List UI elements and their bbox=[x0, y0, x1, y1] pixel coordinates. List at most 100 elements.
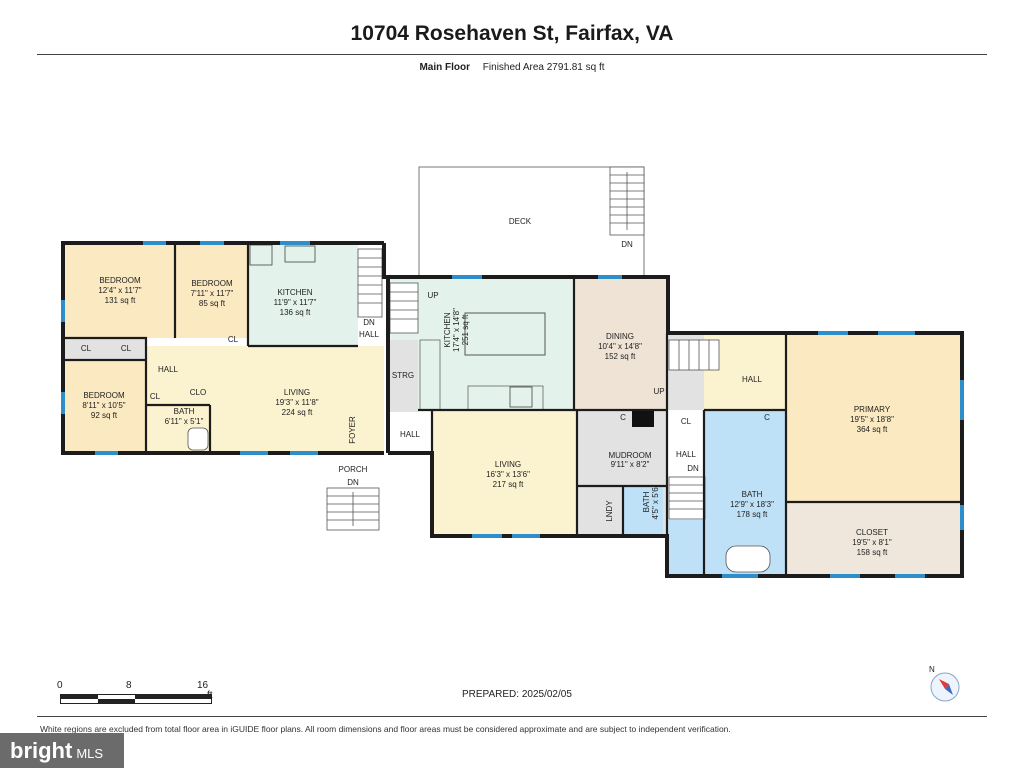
closet-label-3: CL bbox=[228, 335, 239, 344]
living-1-fill bbox=[146, 346, 384, 453]
clo-label: CLO bbox=[190, 388, 206, 397]
dining-name: DINING bbox=[606, 332, 634, 341]
floor-name: Main Floor bbox=[419, 62, 471, 73]
laundry-label: LNDY bbox=[605, 500, 614, 522]
bedroom-2-dims: 7'11" x 11'7" bbox=[191, 289, 234, 298]
closet-label-2: CL bbox=[121, 344, 132, 353]
living-1-name: LIVING bbox=[284, 388, 310, 397]
bedroom-1-fill bbox=[63, 243, 175, 338]
chimney-block bbox=[632, 411, 654, 427]
bath-1-name: BATH bbox=[174, 407, 195, 416]
bath-1-dims: 6'11" x 5'1" bbox=[165, 417, 204, 426]
interior-stairs-mid bbox=[389, 282, 419, 334]
primary-area: 364 sq ft bbox=[857, 425, 888, 434]
foyer-label: FOYER bbox=[348, 416, 357, 444]
closet-fill bbox=[786, 502, 962, 576]
primary-fill bbox=[786, 333, 962, 502]
kitchen-1-area: 136 sq ft bbox=[280, 308, 311, 317]
closet-label-1: CL bbox=[81, 344, 92, 353]
primary-dims: 19'5" x 18'8" bbox=[850, 415, 894, 424]
bottom-divider bbox=[37, 716, 987, 717]
bathtub-icon-2 bbox=[187, 427, 209, 451]
hall-label-1: HALL bbox=[158, 365, 179, 374]
living-2-dims: 16'3" x 13'6" bbox=[486, 470, 530, 479]
bath-3-name: BATH bbox=[742, 490, 763, 499]
interior-stairs-right bbox=[668, 339, 720, 520]
interior-walls bbox=[63, 243, 962, 576]
c-label-1: C bbox=[620, 413, 626, 422]
bedroom-2-fill bbox=[175, 243, 248, 338]
deck-label: DECK bbox=[509, 217, 532, 226]
bedroom-1-dims: 12'4" x 11'7" bbox=[98, 286, 141, 295]
logo-suffix: MLS bbox=[76, 746, 104, 761]
kitchen-1-fill bbox=[248, 243, 358, 346]
kitchen-2-dims: 17'4" x 14'8" bbox=[452, 308, 461, 352]
c-label-2: C bbox=[764, 413, 770, 422]
living-2-area: 217 sq ft bbox=[493, 480, 524, 489]
page-title: 10704 Rosehaven St, Fairfax, VA bbox=[350, 22, 674, 45]
kitchen-island bbox=[464, 312, 546, 356]
hall-label-4: HALL bbox=[676, 450, 697, 459]
stair-up-label-1: UP bbox=[427, 291, 438, 300]
finished-area: Finished Area 2791.81 sq ft bbox=[482, 62, 605, 73]
floor-subtitle: Main Floor Finished Area 2791.81 sq ft bbox=[0, 62, 1024, 73]
storage-fill bbox=[388, 340, 418, 412]
bath-3-annex-fill bbox=[667, 520, 707, 576]
disclaimer-text: White regions are excluded from total fl… bbox=[40, 724, 731, 734]
storage-label: STRG bbox=[392, 371, 414, 380]
primary-name: PRIMARY bbox=[854, 405, 891, 414]
living-2-name: LIVING bbox=[495, 460, 521, 469]
closet-area: 158 sq ft bbox=[857, 548, 888, 557]
bedroom-1-name: BEDROOM bbox=[99, 276, 141, 285]
scale-tick-16: 16 bbox=[197, 680, 209, 691]
windows bbox=[61, 241, 964, 578]
mudroom-dims: 9'11" x 8'2" bbox=[611, 460, 650, 469]
bath-3-area: 178 sq ft bbox=[737, 510, 768, 519]
deck-area bbox=[418, 166, 645, 278]
porch-dn-label: DN bbox=[347, 478, 359, 487]
stove-icon bbox=[509, 386, 533, 408]
deck-dn-label: DN bbox=[621, 240, 633, 249]
stair-up-label-2: UP bbox=[653, 387, 664, 396]
hall-label-5: HALL bbox=[359, 330, 380, 339]
kitchen-1-dims: 11'9" x 11'7" bbox=[274, 298, 317, 307]
compass-icon: N bbox=[927, 665, 963, 703]
dining-area: 152 sq ft bbox=[605, 352, 636, 361]
living-2-fill bbox=[432, 410, 577, 536]
kitchen-2-name: KITCHEN bbox=[443, 312, 452, 347]
bedroom-1-area: 131 sq ft bbox=[105, 296, 136, 305]
mudroom-name: MUDROOM bbox=[608, 451, 651, 460]
bath-2-dims: 4'5" x 5'6" bbox=[651, 484, 660, 519]
bath-2-name: BATH bbox=[642, 491, 651, 512]
hall-label-2: HALL bbox=[400, 430, 421, 439]
bedroom-2-area: 85 sq ft bbox=[199, 299, 226, 308]
top-divider bbox=[37, 54, 987, 55]
compass-n-label: N bbox=[929, 665, 935, 674]
stair-dn-label-2: DN bbox=[687, 464, 699, 473]
bath-2-fill bbox=[623, 486, 663, 536]
porch-stairs bbox=[326, 487, 380, 531]
scale-tick-0: 0 bbox=[57, 680, 63, 691]
closet-dims: 19'5" x 8'1" bbox=[852, 538, 892, 547]
closet-name: CLOSET bbox=[856, 528, 888, 537]
bedroom-3-name: BEDROOM bbox=[83, 391, 125, 400]
bathtub-icon bbox=[725, 545, 771, 573]
stair-dn-label-1: DN bbox=[363, 318, 375, 327]
scale-tick-8: 8 bbox=[126, 680, 132, 691]
living-1-dims: 19'3" x 11'8" bbox=[275, 398, 318, 407]
bedroom-2-name: BEDROOM bbox=[191, 279, 233, 288]
kitchen-1-name: KITCHEN bbox=[277, 288, 312, 297]
sink-icon bbox=[284, 245, 316, 263]
bedroom-3-area: 92 sq ft bbox=[91, 411, 118, 420]
bedroom-3-dims: 8'11" x 10'5" bbox=[82, 401, 125, 410]
kitchen-2-area: 251 sq ft bbox=[461, 314, 470, 345]
dining-fill bbox=[574, 277, 668, 410]
closet-label-4: CL bbox=[150, 392, 161, 401]
deck-stairs bbox=[609, 166, 645, 236]
bedroom-3-fill bbox=[63, 360, 145, 453]
prepared-date: PREPARED: 2025/02/05 bbox=[462, 689, 572, 700]
scale-bar bbox=[60, 694, 212, 704]
interior-stairs-left bbox=[357, 248, 383, 318]
